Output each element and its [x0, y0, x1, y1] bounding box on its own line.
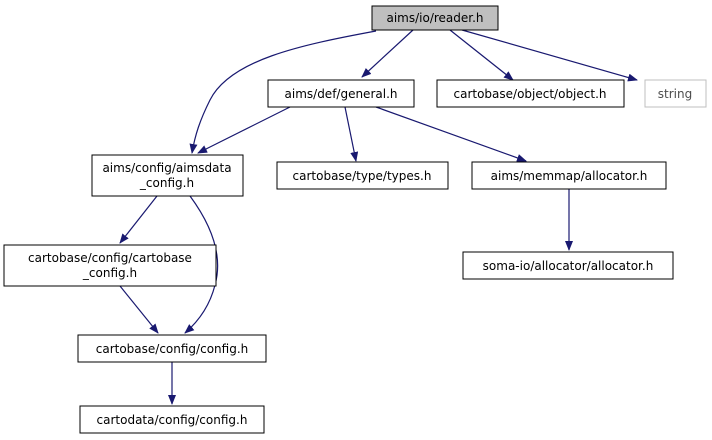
node-general-label: aims/def/general.h [285, 87, 398, 101]
node-cartodata-config[interactable]: cartodata/config/config.h [79, 405, 265, 434]
node-cartobase-config-label-line1: cartobase/config/cartobase [28, 251, 192, 265]
edge-reader-to-object [449, 29, 514, 81]
node-reader-label: aims/io/reader.h [386, 11, 483, 25]
node-object-label: cartobase/object/object.h [454, 87, 607, 101]
node-config-label: cartobase/config/config.h [96, 342, 248, 356]
node-cartodata-config-label: cartodata/config/config.h [97, 413, 248, 427]
edge-reader-to-general [361, 29, 414, 78]
node-memmap-allocator[interactable]: aims/memmap/allocator.h [471, 161, 667, 190]
node-somaio-allocator-label: soma-io/allocator/allocator.h [483, 259, 654, 273]
node-types[interactable]: cartobase/type/types.h [276, 161, 449, 190]
node-general[interactable]: aims/def/general.h [267, 79, 415, 108]
node-object[interactable]: cartobase/object/object.h [436, 79, 625, 108]
edge-general-to-memmap-allocator [375, 106, 527, 162]
node-string[interactable]: string [644, 79, 707, 108]
node-aimsdata-config-label-line1: aims/config/aimsdata [102, 161, 231, 175]
edge-aimsdata-config-to-cartobase-config [119, 195, 158, 244]
node-reader[interactable]: aims/io/reader.h [371, 5, 499, 31]
node-cartobase-config[interactable]: cartobase/config/cartobase _config.h [3, 244, 217, 287]
node-aimsdata-config[interactable]: aims/config/aimsdata _config.h [91, 154, 244, 197]
node-somaio-allocator[interactable]: soma-io/allocator/allocator.h [462, 251, 674, 280]
node-memmap-allocator-label: aims/memmap/allocator.h [491, 169, 648, 183]
edge-general-to-types [344, 106, 359, 162]
edge-reader-to-string [461, 29, 638, 82]
node-cartobase-config-label-line2: _config.h [82, 266, 137, 280]
node-types-label: cartobase/type/types.h [293, 169, 432, 183]
node-config[interactable]: cartobase/config/config.h [77, 334, 267, 363]
edge-cartobase-config-to-config [119, 285, 159, 334]
edge-general-to-aimsdata-config [197, 106, 291, 154]
node-string-label: string [658, 87, 692, 101]
node-aimsdata-config-label-line2: _config.h [139, 176, 194, 190]
edge-reader-to-aimsdata-config [189, 30, 377, 154]
